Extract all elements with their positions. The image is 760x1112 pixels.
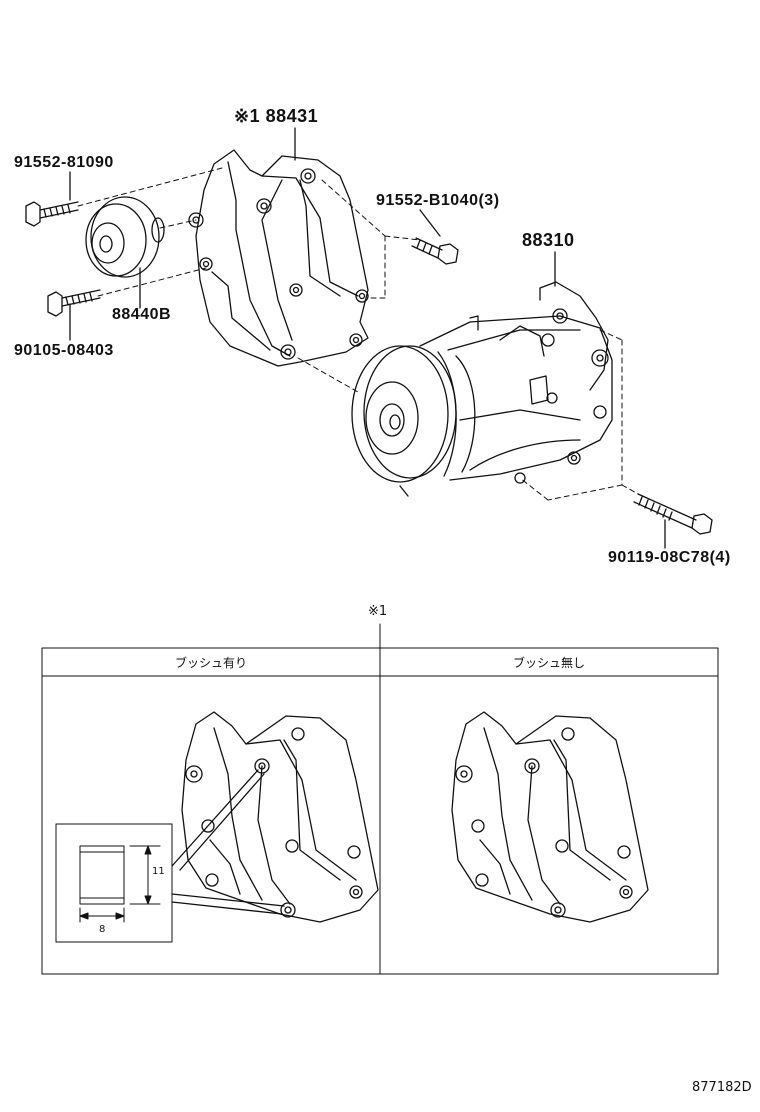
bolt-91552-81090-icon bbox=[25, 201, 79, 227]
bracket-88431-icon bbox=[188, 149, 369, 367]
variant-header-with-bushing: ブッシュ有り bbox=[174, 656, 247, 670]
bushing-height-dim: 11 bbox=[152, 866, 165, 877]
bolt-91552-b1040-icon bbox=[411, 237, 459, 265]
callout-compressor-88310[interactable]: 88310 bbox=[522, 230, 575, 250]
callout-bracket-88431[interactable]: ※1 88431 bbox=[234, 106, 319, 126]
variant-note-marker: ※1 bbox=[368, 604, 388, 619]
callout-idler-pulley-88440b[interactable]: 88440B bbox=[112, 306, 172, 323]
idler-pulley-icon bbox=[85, 196, 165, 278]
callout-bolt-91552-81090[interactable]: 91552-81090 bbox=[14, 154, 114, 171]
variant-table bbox=[41, 623, 719, 975]
leader-lines bbox=[69, 127, 666, 549]
callout-bolt-90119-08c78[interactable]: 90119-08C78(4) bbox=[608, 549, 731, 566]
callout-bolt-91552-b1040[interactable]: 91552-B1040(3) bbox=[376, 192, 500, 209]
bushing-width-dim: 8 bbox=[99, 924, 106, 935]
callout-bolt-90105-08403[interactable]: 90105-08403 bbox=[14, 342, 114, 359]
bolt-90119-08c78-icon bbox=[633, 493, 713, 535]
compressor-88310-icon bbox=[351, 281, 613, 497]
bushing-detail bbox=[55, 823, 173, 943]
bracket-with-bushing-icon bbox=[171, 711, 379, 923]
bracket-without-bushing-icon bbox=[451, 711, 649, 923]
variant-header-without-bushing: ブッシュ無し bbox=[512, 656, 585, 670]
bolt-90105-08403-icon bbox=[47, 289, 101, 317]
diagram-code: 877182D bbox=[692, 1080, 752, 1095]
